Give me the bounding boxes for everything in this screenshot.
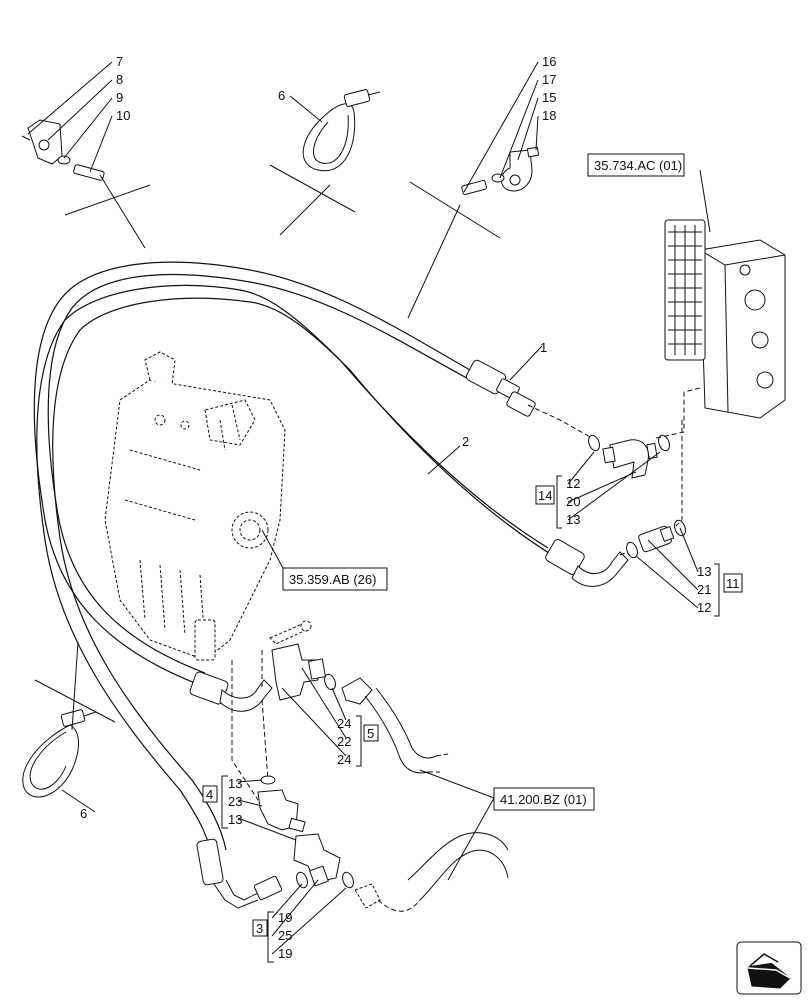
- callout-24-bottom: 24: [337, 752, 351, 767]
- callout-16: 16: [542, 54, 556, 69]
- hose-41200-lower: [354, 832, 509, 912]
- callout-15: 15: [542, 90, 556, 105]
- hose-fitting-lower: [196, 838, 283, 909]
- x-marker-4: [34, 641, 116, 731]
- reference-35-734-label: 35.734.AC (01): [594, 158, 682, 173]
- callout-19-top: 19: [278, 910, 292, 925]
- group-box-14: 14: [535, 485, 555, 505]
- callout-12-group11: 12: [697, 600, 711, 615]
- x-marker-2: [269, 164, 356, 236]
- group-brackets: [221, 475, 720, 963]
- hose-main-upper: [33, 261, 475, 686]
- clip-bracket-15-18: [461, 146, 540, 195]
- reference-35-359[interactable]: 35.359.AB (26): [282, 567, 388, 591]
- callout-23: 23: [228, 794, 242, 809]
- callout-19-bottom: 19: [278, 946, 292, 961]
- callout-18: 18: [542, 108, 556, 123]
- callout-21: 21: [697, 582, 711, 597]
- fitting-group-14: [588, 434, 670, 479]
- callout-7: 7: [116, 54, 123, 69]
- svg-text:11: 11: [726, 576, 740, 591]
- x-marker-3: [407, 181, 501, 319]
- cable-tie-upper: [302, 89, 381, 172]
- callout-25: 25: [278, 928, 292, 943]
- callout-22: 22: [337, 734, 351, 749]
- cable-tie-lower: [22, 709, 97, 798]
- callout-17: 17: [542, 72, 556, 87]
- callout-numbers: 7 8 9 10 6 16 17 15 18 1 2 12 20 13 13 2…: [80, 54, 711, 961]
- valve-small-fitting: [269, 620, 312, 645]
- callout-24-top: 24: [337, 716, 351, 731]
- group-boxes: 14 11 5 4 3: [202, 485, 743, 937]
- callout-8: 8: [116, 72, 123, 87]
- reference-41-200-label: 41.200.BZ (01): [500, 792, 587, 807]
- callout-2: 2: [462, 434, 469, 449]
- reference-35-734[interactable]: 35.734.AC (01): [587, 153, 685, 177]
- callout-20: 20: [566, 494, 580, 509]
- svg-text:4: 4: [206, 787, 213, 802]
- hose-fitting-1: [465, 359, 536, 417]
- callout-6-upper: 6: [278, 88, 285, 103]
- svg-text:14: 14: [538, 488, 552, 503]
- valve-block: [664, 219, 786, 419]
- callout-1: 1: [540, 340, 547, 355]
- callout-12-group14: 12: [566, 476, 580, 491]
- hose-fitting-2: [545, 539, 629, 587]
- group-box-3: 3: [252, 919, 268, 937]
- callout-13-group4-bottom: 13: [228, 812, 242, 827]
- reference-35-359-label: 35.359.AB (26): [289, 572, 376, 587]
- callout-10: 10: [116, 108, 130, 123]
- next-page-arrow-icon[interactable]: [736, 941, 802, 995]
- svg-text:5: 5: [367, 726, 374, 741]
- callout-13-group4-top: 13: [228, 776, 242, 791]
- group-box-11: 11: [723, 573, 743, 593]
- callout-6-lower: 6: [80, 806, 87, 821]
- group-box-5: 5: [363, 724, 379, 742]
- control-valve: [104, 351, 286, 661]
- fitting-group-4: [257, 775, 306, 833]
- callout-13-group11: 13: [697, 564, 711, 579]
- fitting-group-5: [271, 643, 336, 701]
- callout-9: 9: [116, 90, 123, 105]
- leader-lines: [27, 61, 711, 955]
- clip-bracket-7-10: [21, 119, 105, 181]
- callout-13-group14: 13: [566, 512, 580, 527]
- connection-lines: [231, 387, 701, 801]
- hose-41200-upper: [341, 677, 449, 774]
- hose-main-lower: [36, 284, 561, 861]
- svg-text:3: 3: [256, 921, 263, 936]
- fitting-group-11: [626, 519, 686, 559]
- x-marker-1: [64, 174, 151, 249]
- fitting-group-3: [293, 833, 354, 889]
- reference-41-200[interactable]: 41.200.BZ (01): [493, 787, 595, 811]
- hose-fitting-left: [189, 671, 273, 712]
- group-box-4: 4: [202, 785, 218, 803]
